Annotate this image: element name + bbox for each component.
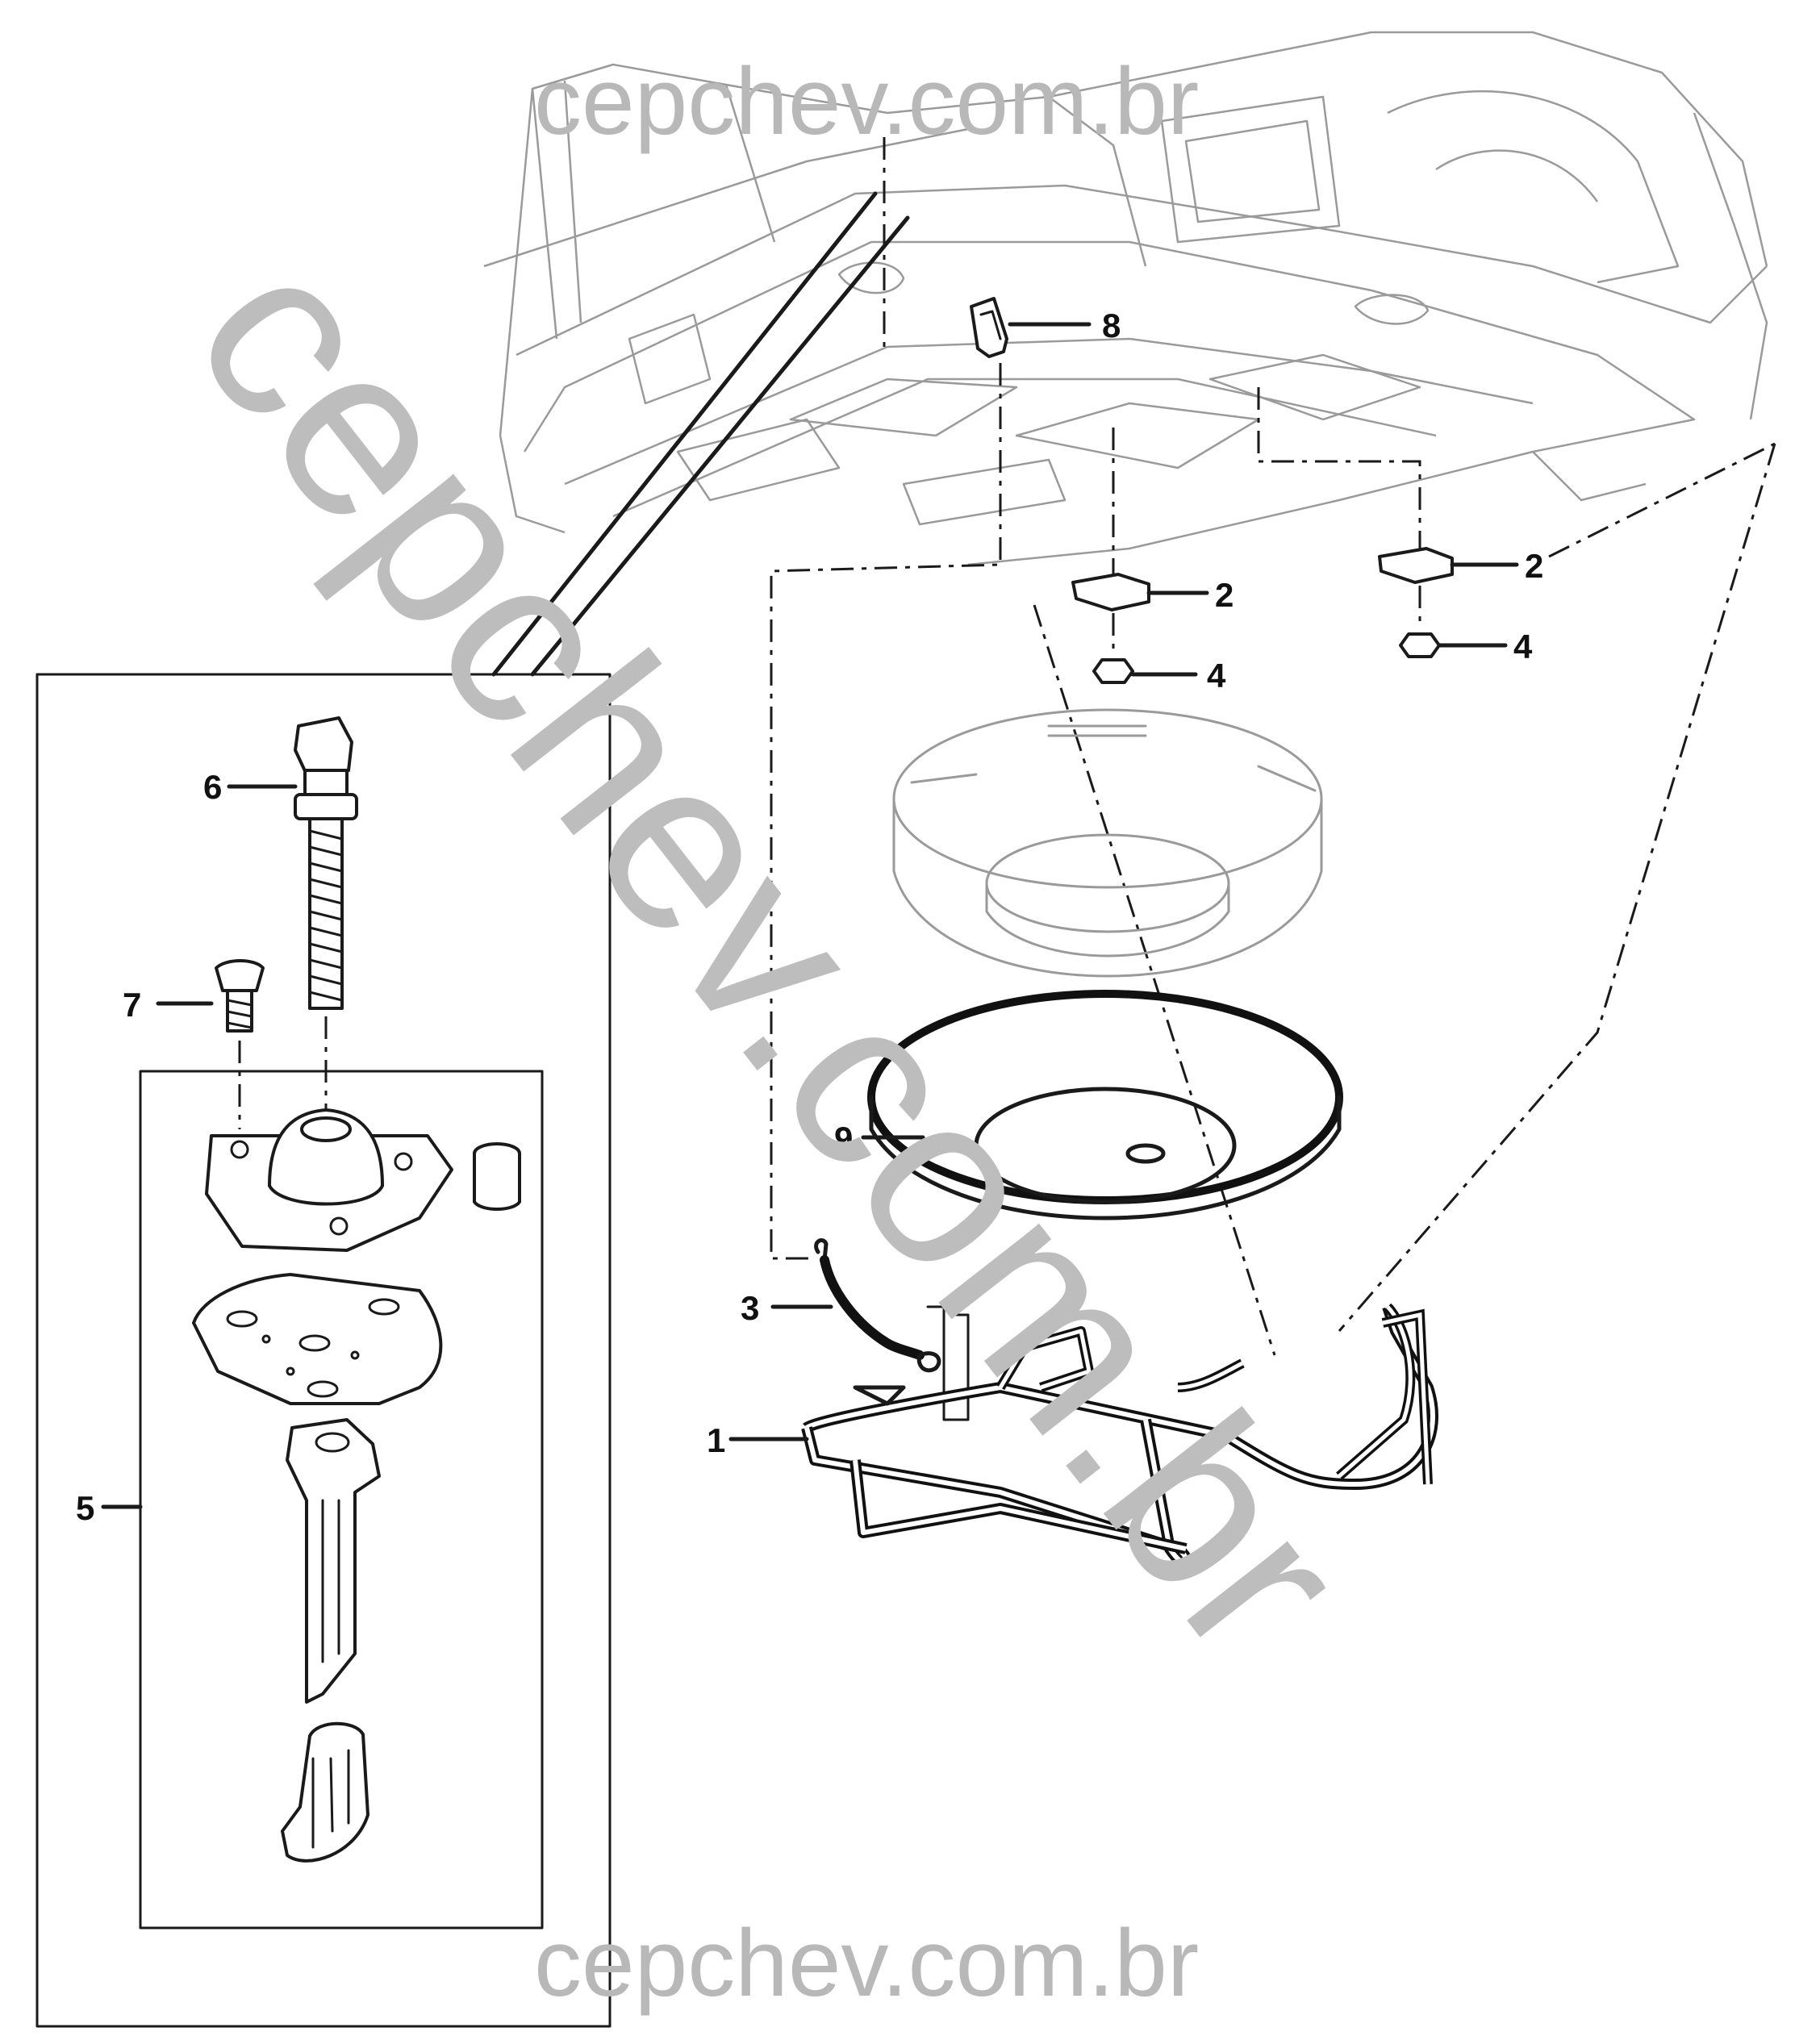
kit-inset-frame <box>35 137 910 2028</box>
tire-cover-part <box>867 990 1343 1220</box>
callout-5: 5 <box>76 1489 94 1527</box>
jack-bolt-part <box>294 716 358 1129</box>
callout-9: 9 <box>834 1120 853 1158</box>
watermark-bottom: cepchev.com.br <box>534 1910 1199 2017</box>
retaining-strap-part <box>814 1238 970 1421</box>
screw-part <box>215 959 265 1129</box>
route-line-8-3 <box>770 363 1002 1260</box>
callout-1: 1 <box>707 1421 725 1459</box>
jack-assembly-part <box>192 1108 521 1863</box>
callout-4b: 4 <box>1513 628 1533 665</box>
route-line-right <box>1338 443 1776 1332</box>
bracket-left-part <box>1071 428 1150 684</box>
callout-4a: 4 <box>1207 657 1226 695</box>
route-line-2-1 <box>1033 604 1276 1356</box>
callout-2a: 2 <box>1215 576 1234 614</box>
tire-carrier-frame-part <box>801 1303 1438 1569</box>
callout-7: 7 <box>123 986 141 1024</box>
spare-tire-outline <box>892 708 1323 978</box>
bracket-right-part <box>1257 387 1454 658</box>
vehicle-rear-floor-outline <box>483 31 1768 566</box>
callout-2b: 2 <box>1525 547 1543 585</box>
callout-8: 8 <box>1102 307 1121 344</box>
callout-3: 3 <box>741 1289 759 1327</box>
clip-part <box>970 297 1008 358</box>
watermark-top: cepchev.com.br <box>534 48 1199 155</box>
callout-6: 6 <box>203 768 222 806</box>
